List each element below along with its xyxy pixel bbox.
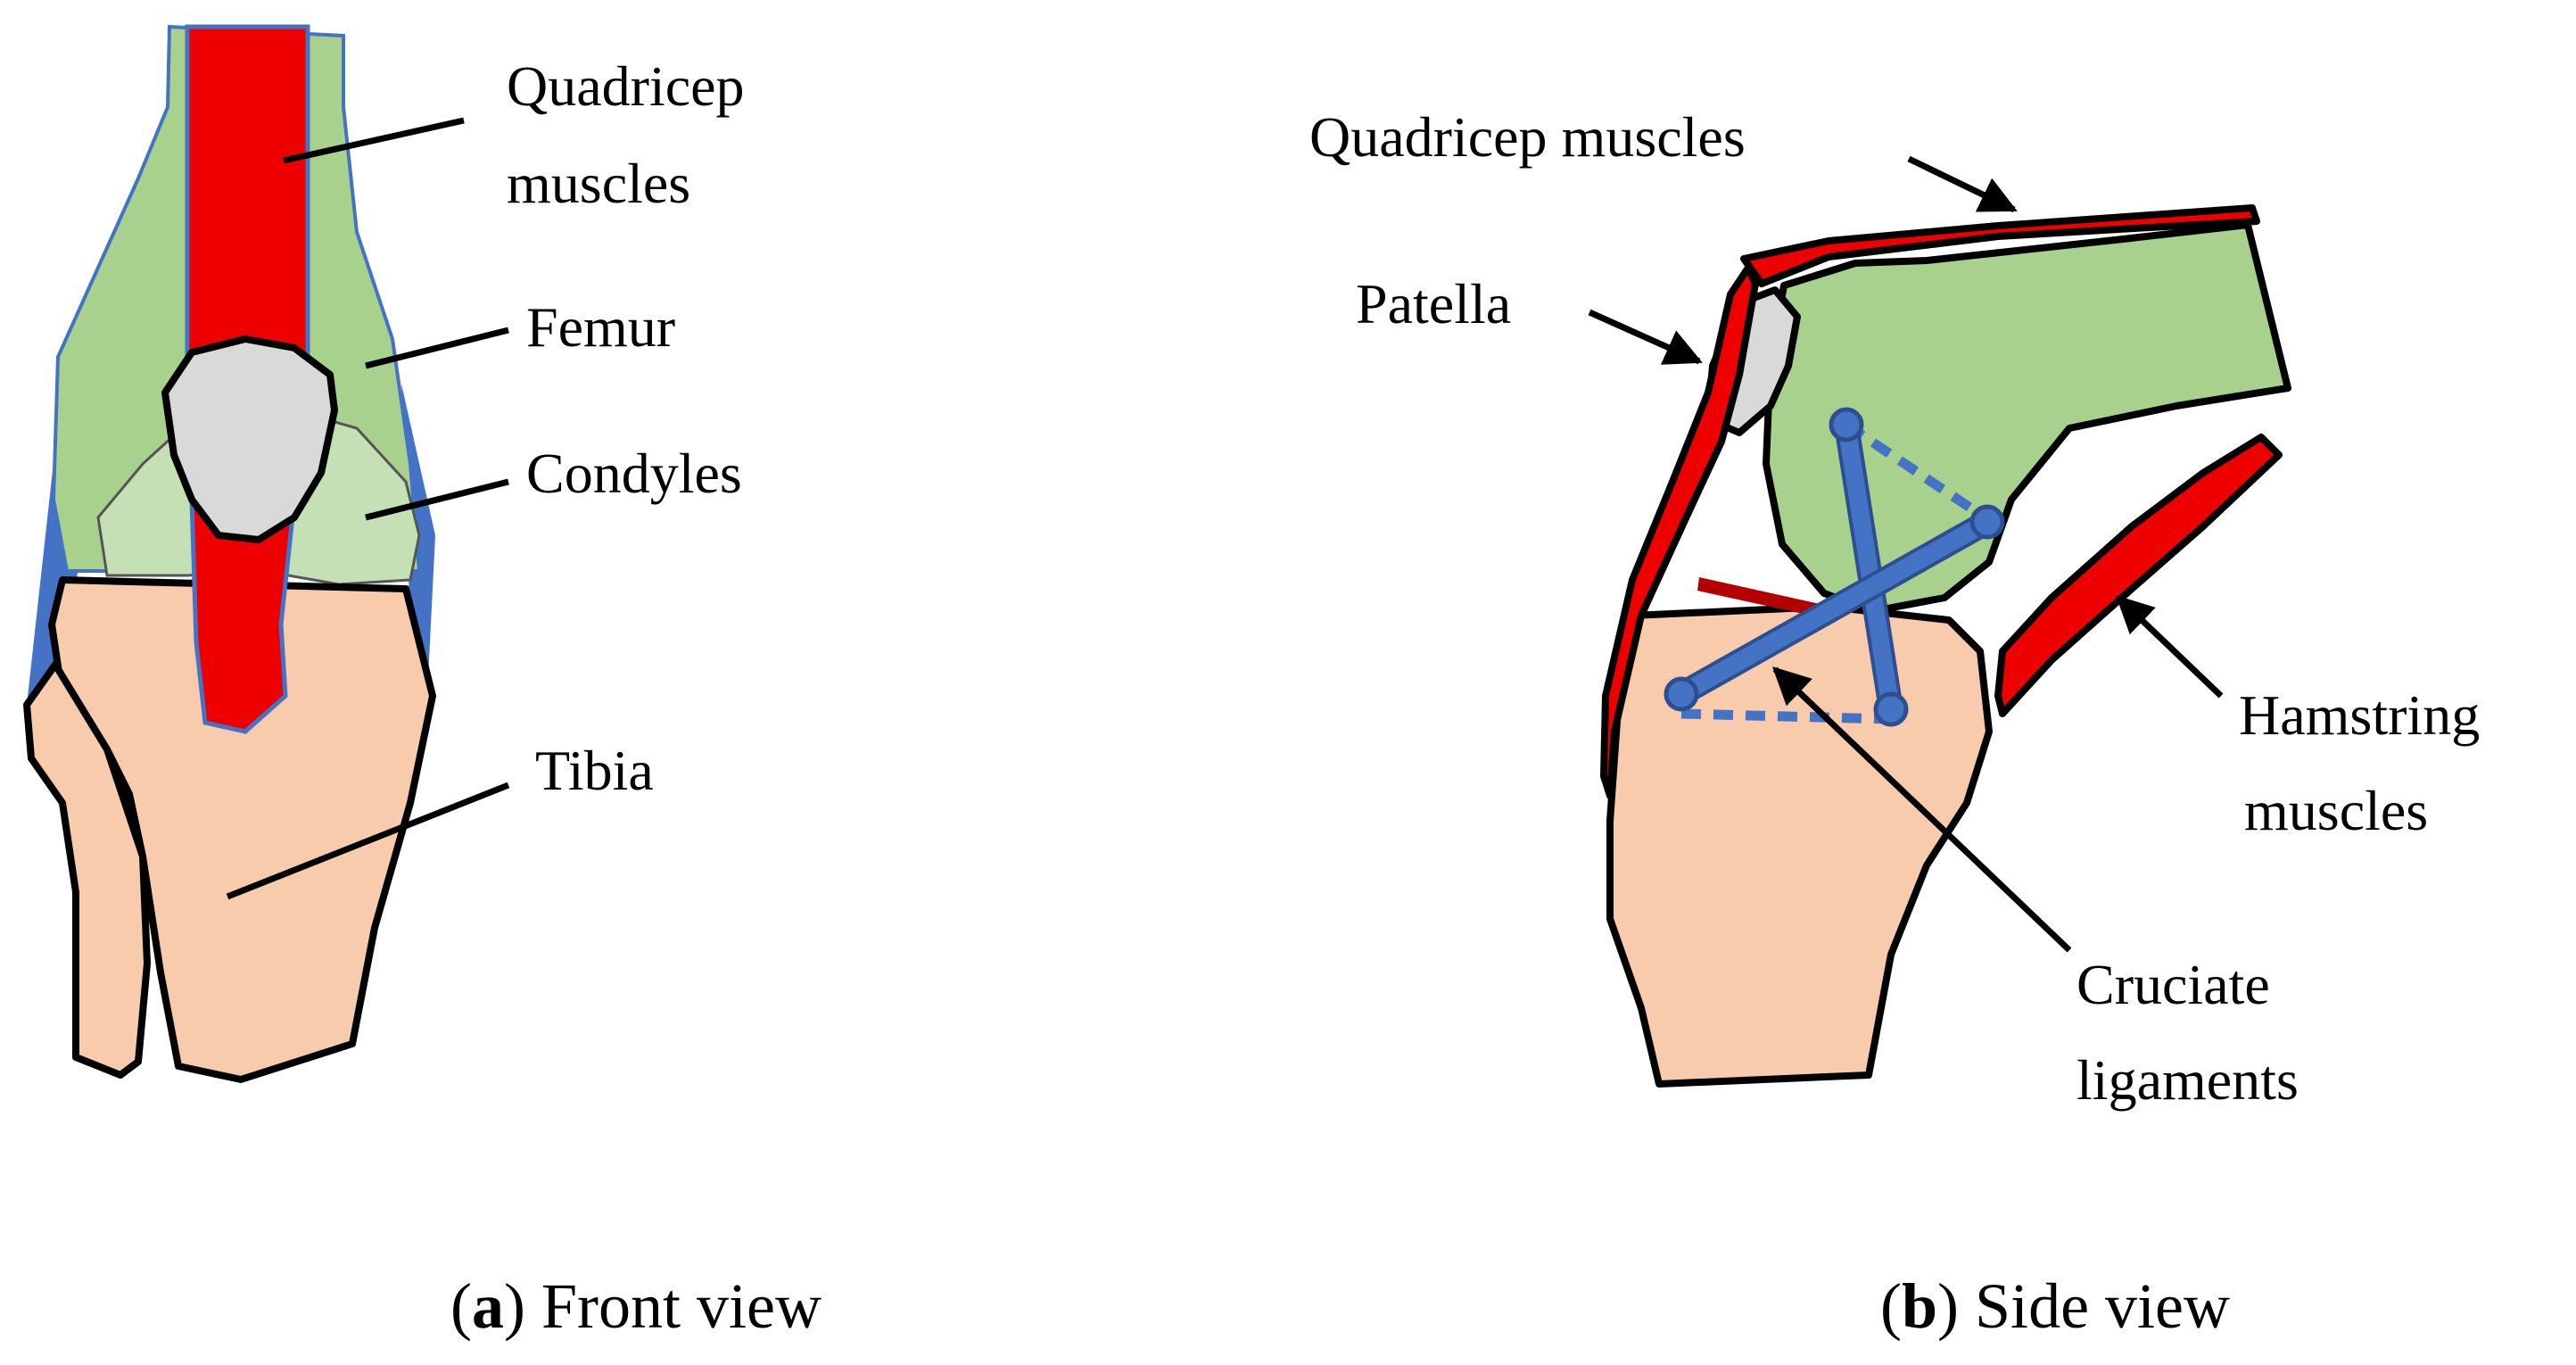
front-view-diagram: Quadricep muscles Femur Condyles Tibia (… [23,24,822,1342]
side-cruciate-joint-left [1664,676,1699,712]
front-label-quadricep-line1: Quadricep [507,54,745,118]
side-cruciate-joint-bottom [1873,691,1909,727]
side-label-hamstring-line2: muscles [2244,779,2428,842]
front-fibula [23,661,151,1079]
front-label-tibia: Tibia [535,739,654,802]
front-femur-leader [365,327,509,369]
side-caption-text: Side view [1959,1270,2230,1342]
front-patella [161,335,338,543]
side-hamstring-arrow [2115,595,2224,699]
front-caption-letter: a [472,1270,504,1342]
side-label-patella: Patella [1356,272,1511,335]
front-label-condyles: Condyles [526,442,742,505]
side-quadricep-lower-muscle [1600,264,1759,799]
side-patella-arrow [1588,309,1703,365]
side-cruciate-ligament-anterior-fill [1672,513,1996,703]
front-view-caption: (a) Front view [450,1270,822,1342]
side-cruciate-joint-top [1829,407,1864,443]
side-tibia [1606,603,1993,1088]
front-tibia-leader [226,782,510,900]
side-cruciate-ligament-posterior-fill [1837,416,1900,718]
side-label-cruciate-line2: ligaments [2076,1048,2299,1112]
side-meniscus [1697,577,1824,617]
side-view-diagram: Quadricep muscles Patella Hamstring musc… [1309,105,2480,1342]
side-cruciate-joint-right [1969,504,2005,540]
side-label-cruciate-line1: Cruciate [2076,953,2270,1016]
side-caption-letter: b [1902,1270,1937,1342]
front-caption-text: Front view [525,1270,822,1342]
side-view-caption: (b) Side view [1880,1270,2230,1342]
side-cruciate-arrow [1771,666,2072,953]
front-label-quadricep-line2: muscles [507,152,690,215]
side-label-hamstring-line1: Hamstring [2239,683,2480,747]
side-quadricep-upper-muscle [1740,204,2260,287]
side-femur [1763,221,2291,615]
front-label-femur: Femur [526,295,675,359]
side-quadricep-arrow [1907,155,2018,213]
side-cruciate-ligament-dashed-top [1843,420,1991,524]
front-quadricep-leader [283,117,465,164]
side-cruciate-ligament-dashed-bottom [1680,708,1892,724]
front-condyles-leader [365,478,509,521]
side-hamstring-muscle [1994,434,2283,717]
side-label-quadricep: Quadricep muscles [1309,105,1746,169]
